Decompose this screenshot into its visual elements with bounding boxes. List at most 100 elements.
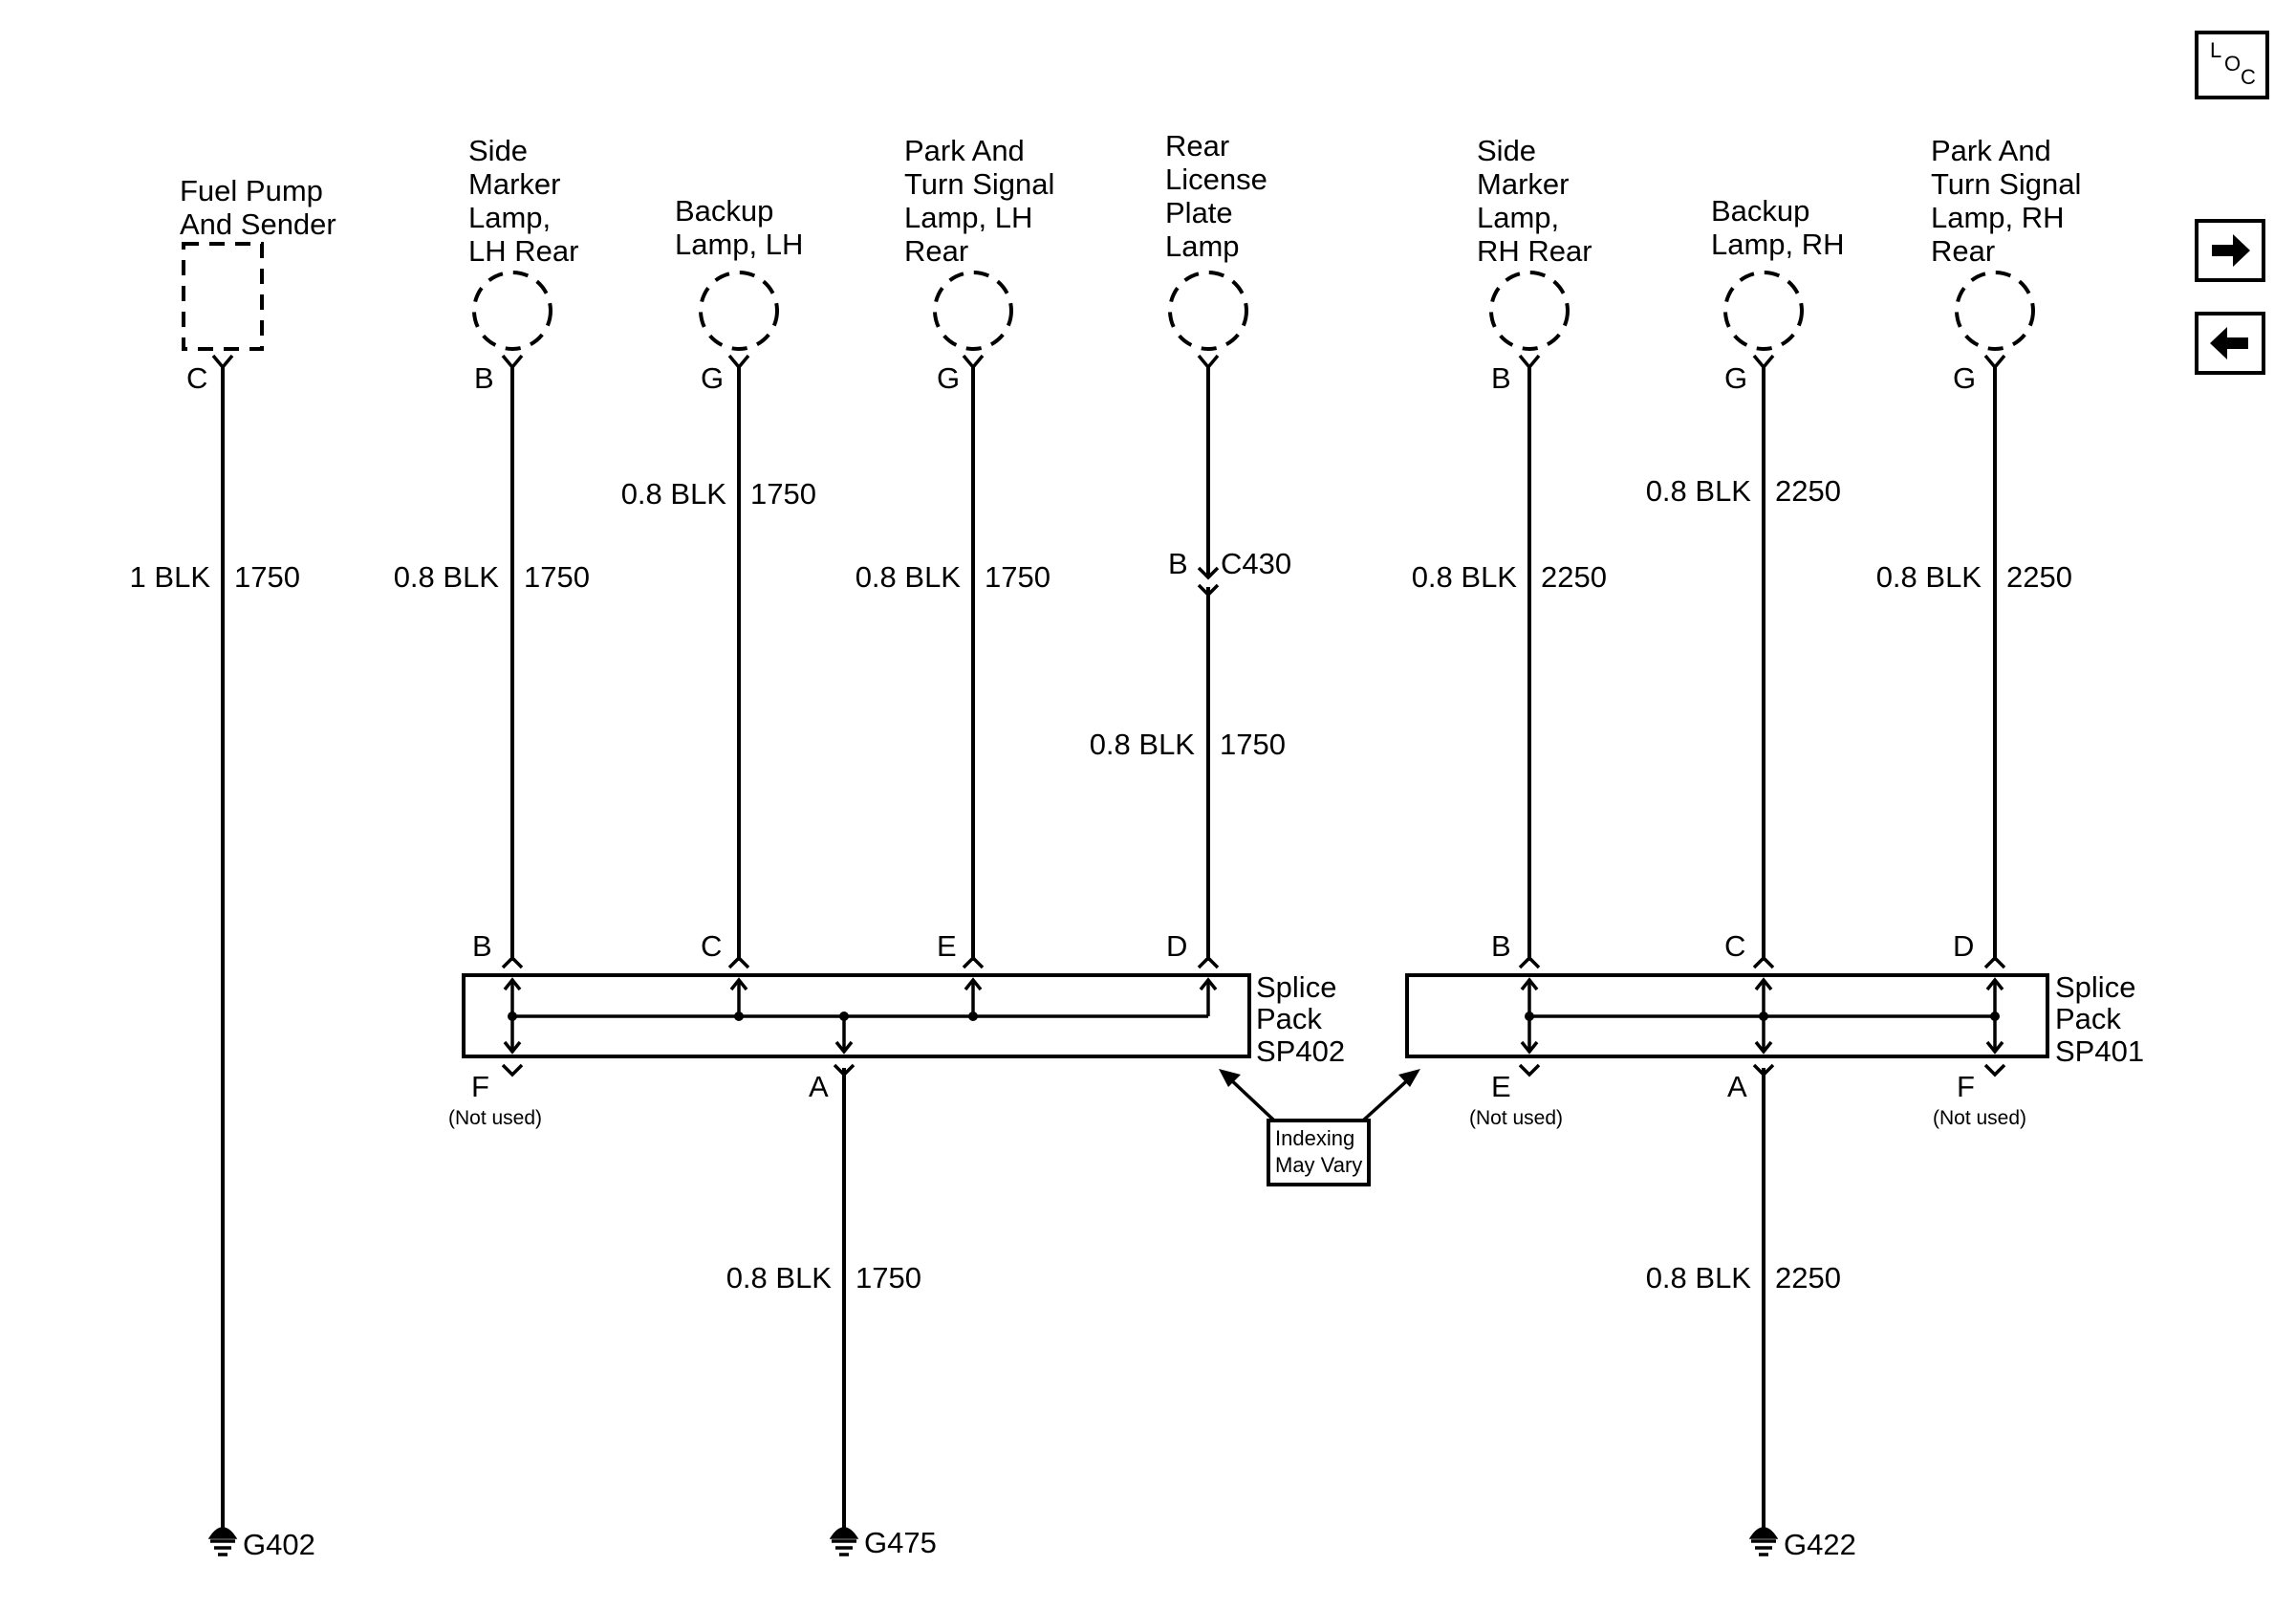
indexing-note-text: Indexing May Vary	[1275, 1126, 1362, 1177]
side-marker-rh-wire-color: 0.8 BLK	[1412, 560, 1518, 594]
fuel-pump-label: Fuel Pump And Sender	[180, 174, 336, 241]
park-turn-rh-lamp-icon	[1955, 271, 2035, 351]
svg-text:Marker: Marker	[1477, 167, 1569, 201]
park-turn-lh-wire-circuit: 1750	[985, 560, 1051, 594]
sp402-pin-a: A	[809, 1070, 829, 1103]
park-turn-rh-wire-color: 0.8 BLK	[1876, 560, 1982, 594]
svg-text:May Vary: May Vary	[1275, 1153, 1362, 1177]
svg-text:Rear: Rear	[1931, 234, 1995, 268]
side-marker-lh-lamp-icon	[472, 271, 552, 351]
svg-text:LH Rear: LH Rear	[468, 234, 578, 268]
sp402-internal-bus	[503, 977, 1218, 1055]
svg-text:Lamp: Lamp	[1165, 229, 1240, 263]
sp401-splice-dots	[1525, 1012, 2000, 1021]
svg-text:Side: Side	[1477, 134, 1536, 167]
backup-lh-wire-circuit: 1750	[750, 477, 816, 511]
loc-icon-letter-l: L	[2210, 38, 2222, 62]
sp402-pin-c: C	[701, 929, 722, 963]
sp401-pin-e: E	[1491, 1070, 1511, 1103]
sp401-pin-a: A	[1727, 1070, 1747, 1103]
park-turn-lh-wire-color: 0.8 BLK	[856, 560, 962, 594]
sp402-pin-d: D	[1166, 929, 1187, 963]
svg-text:Lamp,: Lamp,	[468, 201, 551, 234]
side-marker-rh-label: Side Marker Lamp, RH Rear	[1477, 134, 1592, 268]
sp402-top-terminals	[501, 955, 1220, 969]
ground-g475-icon	[829, 1527, 859, 1556]
sp401-pin-c: C	[1724, 929, 1745, 963]
license-plate-label: Rear License Plate Lamp	[1165, 129, 1267, 263]
loc-icon-letter-c: C	[2241, 65, 2256, 89]
backup-rh-lamp-icon	[1723, 271, 1804, 351]
side-marker-lh-wire-color: 0.8 BLK	[394, 560, 500, 594]
svg-text:Pack: Pack	[2055, 1002, 2121, 1035]
loc-icon-letter-o: O	[2224, 52, 2242, 76]
connector-c430-icon	[1197, 566, 1220, 598]
svg-text:SP401: SP401	[2055, 1034, 2144, 1068]
side-marker-rh-wire-circuit: 2250	[1541, 560, 1607, 594]
connector-c430-name: C430	[1221, 547, 1291, 580]
arrow-right-icon	[2212, 234, 2250, 267]
ground-g422-label: G422	[1784, 1528, 1856, 1561]
sp401-pin-e-note: (Not used)	[1469, 1107, 1563, 1129]
backup-rh-pin: G	[1724, 361, 1747, 395]
svg-text:Backup: Backup	[675, 194, 773, 228]
side-marker-rh-pin: B	[1491, 361, 1511, 395]
sp402-pin-e: E	[937, 929, 957, 963]
svg-text:Lamp, LH: Lamp, LH	[675, 228, 803, 261]
svg-text:Side: Side	[468, 134, 528, 167]
park-turn-lh-lamp-icon	[933, 271, 1013, 351]
arrow-left-icon	[2210, 327, 2248, 359]
sp401-label: Splice Pack SP401	[2055, 970, 2144, 1068]
sp401-pin-f: F	[1957, 1070, 1975, 1103]
svg-text:Rear: Rear	[1165, 129, 1229, 163]
license-plate-wire-color: 0.8 BLK	[1090, 728, 1196, 761]
park-turn-rh-pin: G	[1953, 361, 1976, 395]
next-page-button[interactable]	[2195, 219, 2265, 282]
sp402-ground-wire-circuit: 1750	[856, 1261, 921, 1295]
svg-text:Indexing: Indexing	[1275, 1126, 1354, 1150]
previous-page-button[interactable]	[2195, 312, 2265, 375]
svg-text:Backup: Backup	[1711, 194, 1809, 228]
loc-button[interactable]: L O C	[2195, 31, 2269, 99]
ground-g475-label: G475	[864, 1526, 937, 1559]
splice-pack-sp402-box	[462, 973, 1251, 1058]
indexing-note-box	[1267, 1119, 1371, 1186]
ground-g422-icon	[1748, 1527, 1779, 1556]
sp401-ground-wire-circuit: 2250	[1775, 1261, 1841, 1295]
svg-text:Splice: Splice	[1256, 970, 1336, 1004]
park-turn-rh-wire-circuit: 2250	[2006, 560, 2072, 594]
backup-rh-wire-color: 0.8 BLK	[1646, 474, 1752, 508]
svg-text:And Sender: And Sender	[180, 207, 336, 241]
sp401-pin-f-note: (Not used)	[1933, 1107, 2026, 1129]
svg-text:Fuel Pump: Fuel Pump	[180, 174, 323, 207]
sp402-splice-dots	[508, 1012, 978, 1021]
park-turn-rh-label: Park And Turn Signal Lamp, RH Rear	[1931, 134, 2081, 268]
license-plate-lamp-icon	[1168, 271, 1248, 351]
side-marker-lh-label: Side Marker Lamp, LH Rear	[468, 134, 578, 268]
indexing-note-arrows-icon	[1219, 1069, 1420, 1122]
sp402-pin-b: B	[472, 929, 492, 963]
sp401-pin-d: D	[1953, 929, 1974, 963]
fuel-pump-dashed-box-icon	[182, 242, 264, 351]
backup-lh-pin: G	[701, 361, 724, 395]
svg-text:Turn Signal: Turn Signal	[904, 167, 1054, 201]
sp401-top-terminals	[1518, 955, 2006, 969]
splice-pack-sp401-box	[1405, 973, 2049, 1058]
svg-text:Lamp,: Lamp,	[1477, 201, 1559, 234]
svg-text:Splice: Splice	[2055, 970, 2135, 1004]
park-turn-lh-pin: G	[937, 361, 960, 395]
side-marker-rh-lamp-icon	[1489, 271, 1570, 351]
backup-lh-wire-color: 0.8 BLK	[621, 477, 727, 511]
backup-lh-lamp-icon	[699, 271, 779, 351]
fuel-pump-wire-color: 1 BLK	[130, 560, 211, 594]
svg-text:Park And: Park And	[1931, 134, 2051, 167]
sp401-bottom-terminals	[1518, 1063, 2006, 1077]
sp402-bottom-terminals	[501, 1063, 856, 1077]
fuel-pump-pin: C	[186, 361, 207, 395]
side-marker-lh-wire-circuit: 1750	[524, 560, 590, 594]
svg-text:Lamp, LH: Lamp, LH	[904, 201, 1032, 234]
sp402-label: Splice Pack SP402	[1256, 970, 1345, 1068]
svg-text:Lamp, RH: Lamp, RH	[1931, 201, 2065, 234]
ground-g402-label: G402	[243, 1528, 315, 1561]
